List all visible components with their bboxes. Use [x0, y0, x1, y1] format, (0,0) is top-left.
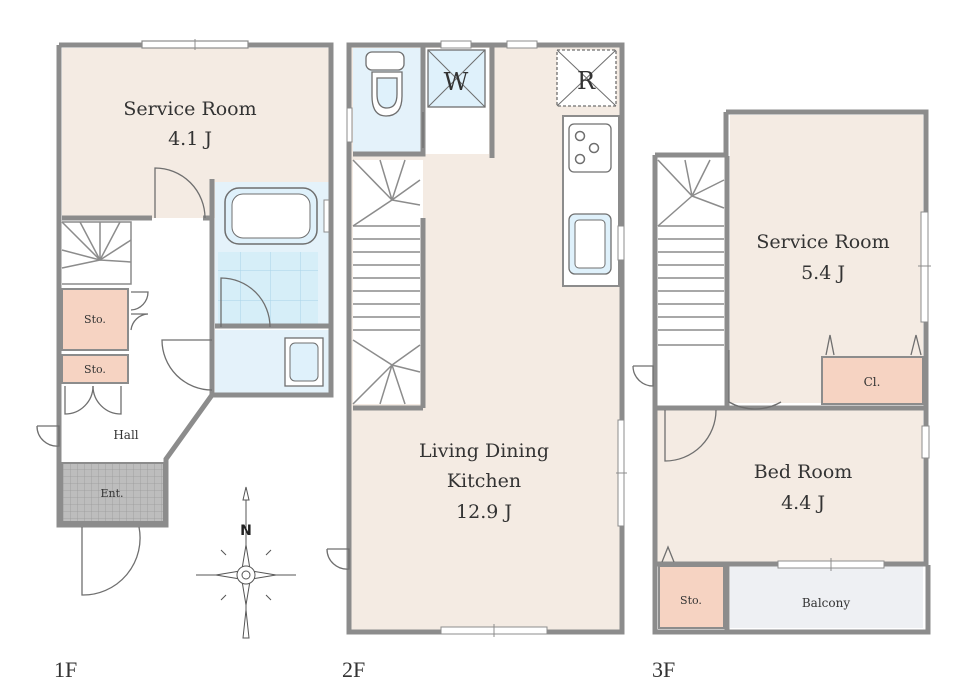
f1-service-room-name: Service Room [123, 98, 256, 120]
compass-icon [196, 486, 296, 639]
f1-entrance-label: Ent. [100, 487, 123, 500]
f3-bed-room-name: Bed Room [754, 461, 853, 483]
f1-entrance[interactable] [61, 462, 165, 523]
f1-window-top [141, 39, 249, 50]
fridge-box [556, 49, 617, 107]
f3-stair [657, 159, 725, 346]
f3-closet[interactable] [821, 356, 924, 405]
floor-3f: Service Room 5.4 J Cl. Bed Room 4.4 J St… [632, 109, 931, 682]
f3-service-room-name: Service Room [756, 231, 889, 253]
f3-bed-room[interactable] [657, 410, 923, 562]
washer-label: W [444, 68, 469, 96]
floor-1f: Service Room 4.1 J Sto. Sto. Hall Ent. 1… [36, 39, 334, 682]
f1-storage-lower[interactable] [61, 354, 129, 384]
f2-stair [352, 159, 421, 405]
f3-floor-label: 3F [652, 657, 675, 682]
f1-service-room-size: 4.1 J [168, 128, 212, 150]
ldk-label-line2: Kitchen [447, 470, 521, 492]
f3-closet-label: Cl. [864, 375, 881, 389]
f1-floor-label: 1F [54, 657, 77, 682]
f3-storage-label: Sto. [680, 594, 702, 607]
f1-storage-lower-label: Sto. [84, 363, 106, 376]
f1-stair [61, 221, 132, 285]
f3-doors [632, 334, 922, 563]
f3-bed-room-size: 4.4 J [781, 492, 825, 514]
toilet-icon [365, 51, 405, 117]
ldk-label-line1: Living Dining [419, 440, 549, 462]
floor-2f: W R Living Dining Kitchen 12.9 J 2F [326, 40, 627, 682]
washer-box [427, 49, 486, 108]
f1-storage-upper-label: Sto. [84, 313, 106, 326]
compass-north-label: N [240, 523, 252, 539]
f3-storage[interactable] [658, 565, 725, 629]
f1-storage-upper[interactable] [61, 288, 129, 351]
ldk-size: 12.9 J [456, 501, 512, 523]
f3-balcony-label: Balcony [802, 596, 850, 610]
f3-balcony[interactable] [730, 566, 923, 628]
f3-service-room-size: 5.4 J [801, 262, 845, 284]
f2-floor-label: 2F [342, 657, 365, 682]
f1-hall-label: Hall [113, 428, 138, 442]
fridge-label: R [577, 67, 596, 95]
f1-doors [36, 167, 271, 596]
kitchen-counter [562, 115, 620, 287]
